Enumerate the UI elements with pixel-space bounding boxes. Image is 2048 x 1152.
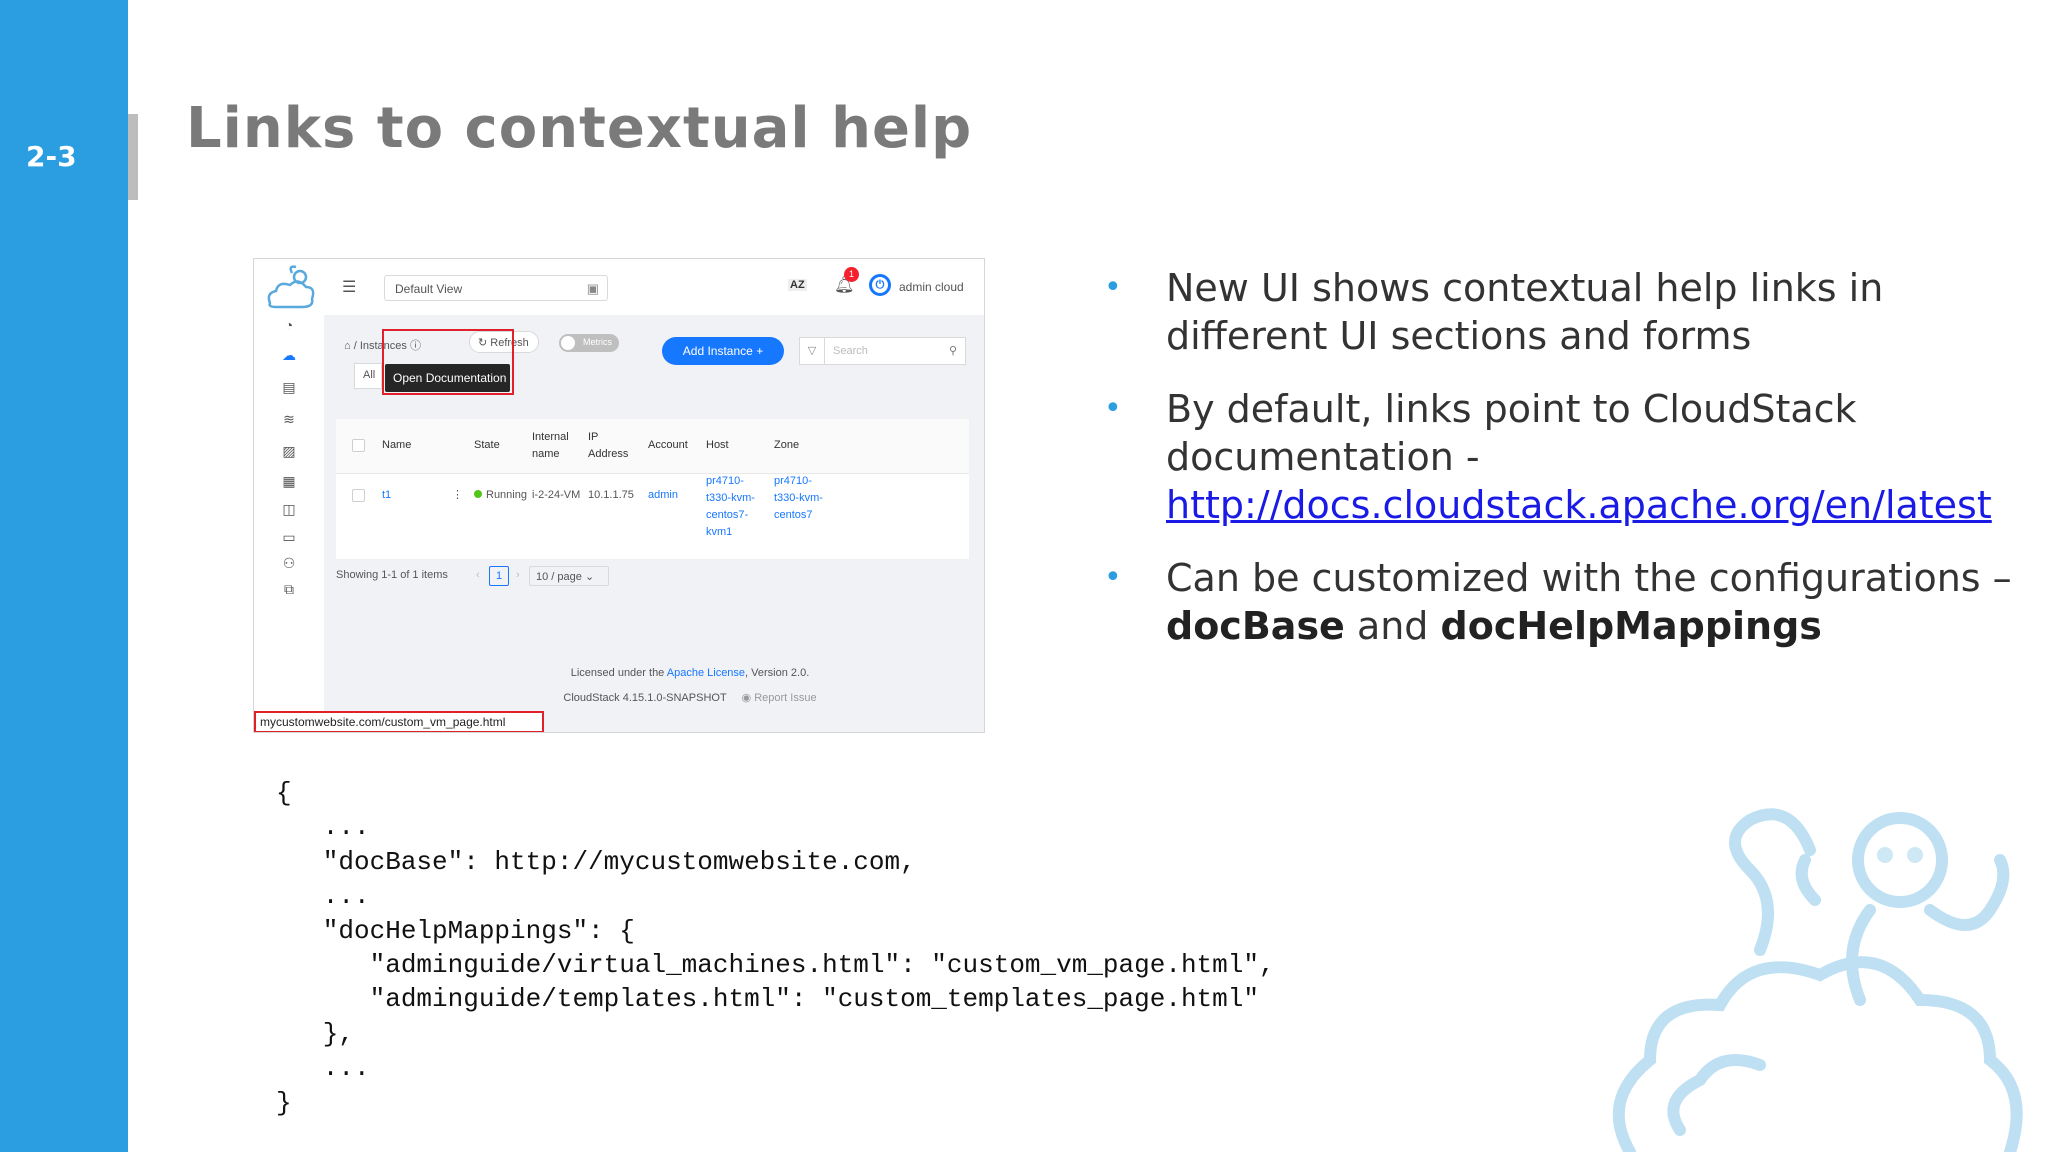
- docbase-term: docBase: [1166, 604, 1345, 648]
- refresh-icon: ↻: [478, 337, 488, 349]
- image-icon[interactable]: ▨: [282, 443, 296, 459]
- cloud-icon[interactable]: ☁: [282, 347, 296, 363]
- bullet-icon: •: [1104, 560, 1122, 595]
- account-card-icon[interactable]: ▭: [282, 529, 296, 545]
- code-line: }: [276, 1087, 292, 1118]
- status-bar-url: mycustomwebsite.com/custom_vm_page.html: [254, 711, 544, 732]
- bullet-list: • New UI shows contextual help links in …: [1100, 264, 2020, 675]
- column-state[interactable]: State: [474, 439, 500, 451]
- code-line: {: [276, 778, 292, 808]
- column-host[interactable]: Host: [706, 439, 729, 451]
- bullet-icon: •: [1104, 391, 1122, 426]
- bullet-item: • By default, links point to CloudStack …: [1104, 387, 1992, 527]
- code-line: ...: [276, 812, 370, 843]
- view-selector[interactable]: Default View ▣: [384, 275, 608, 301]
- bullet-item: • New UI shows contextual help links in …: [1104, 266, 1884, 358]
- metrics-toggle[interactable]: Metrics: [559, 334, 619, 352]
- infrastructure-icon[interactable]: ⧉: [284, 581, 294, 597]
- project-icon[interactable]: ◫: [282, 501, 296, 517]
- storage-icon[interactable]: ▤: [282, 379, 296, 395]
- notification-badge: 1: [844, 267, 859, 282]
- slide-number: 2-3: [26, 140, 77, 173]
- app-sidebar: [254, 259, 324, 732]
- bullet-item: • Can be customized with the configurati…: [1104, 556, 2012, 648]
- row-internal-name: i-2-24-VM: [532, 489, 581, 501]
- code-line: "docBase": http://mycustomwebsite.com,: [276, 846, 916, 877]
- next-page-icon[interactable]: ›: [516, 569, 520, 581]
- open-documentation-tooltip: Open Documentation: [385, 364, 510, 392]
- column-zone[interactable]: Zone: [774, 439, 800, 451]
- view-selector-label: Default View: [395, 282, 463, 296]
- search-input[interactable]: Search ⚲: [824, 337, 966, 365]
- power-icon[interactable]: ⏻: [869, 274, 891, 296]
- pagination-summary: Showing 1-1 of 1 items: [336, 569, 448, 581]
- table-header: Name State Internal name IP Address Acco…: [336, 419, 969, 474]
- code-line: ...: [276, 1053, 370, 1084]
- refresh-button[interactable]: ↻ Refresh: [469, 331, 539, 353]
- chevron-down-icon: ⌄: [584, 571, 595, 583]
- help-circle-icon[interactable]: ⓘ: [409, 340, 421, 352]
- network-icon[interactable]: ≋: [283, 411, 295, 427]
- column-ip-address[interactable]: IP Address: [588, 431, 629, 460]
- column-name[interactable]: Name: [382, 439, 412, 451]
- config-code-block: { ... "docBase": http://mycustomwebsite.…: [276, 776, 1275, 1120]
- select-all-checkbox[interactable]: [352, 439, 365, 452]
- left-accent-bar: [0, 0, 128, 1152]
- search-icon: ⚲: [948, 345, 957, 357]
- code-line: ...: [276, 881, 370, 912]
- plus-icon: +: [756, 344, 764, 358]
- layout-icon: ▣: [586, 281, 599, 296]
- cloudstack-screenshot: ☰ Default View ▣ AZ 🔔︎ 1 ⏻ admin cloud ◔…: [253, 258, 985, 733]
- github-icon: ◉: [741, 692, 752, 704]
- code-line: "docHelpMappings": {: [276, 915, 635, 946]
- page-number[interactable]: 1: [489, 566, 509, 586]
- row-name[interactable]: t1: [382, 489, 392, 501]
- code-line: "adminguide/templates.html": "custom_tem…: [276, 984, 1259, 1015]
- menu-collapse-icon[interactable]: ☰: [342, 279, 357, 296]
- code-line: "adminguide/virtual_machines.html": "cus…: [276, 950, 1275, 981]
- users-icon[interactable]: ⚇: [282, 555, 296, 571]
- language-icon[interactable]: AZ: [788, 279, 807, 291]
- footer-license: Licensed under the Apache License, Versi…: [570, 667, 810, 679]
- instances-table: Name State Internal name IP Address Acco…: [336, 419, 969, 559]
- row-account[interactable]: admin: [648, 489, 678, 501]
- footer-version: CloudStack 4.15.1.0-SNAPSHOT ◉ Report Is…: [563, 692, 817, 704]
- cloudstack-mascot-icon: [1612, 808, 2023, 1152]
- dochelpmappings-term: docHelpMappings: [1440, 604, 1822, 648]
- highlight-box-help: [382, 329, 514, 395]
- home-icon[interactable]: ⌂: [344, 340, 351, 352]
- column-account[interactable]: Account: [648, 439, 688, 451]
- running-status-icon: [474, 490, 482, 498]
- row-ip: 10.1.1.75: [588, 489, 634, 501]
- code-line: },: [276, 1018, 355, 1049]
- slide-title: Links to contextual help: [186, 96, 973, 161]
- dashboard-icon[interactable]: ◔: [284, 317, 294, 333]
- cloudstack-logo-icon: [267, 265, 315, 309]
- app-header: [254, 259, 984, 315]
- column-internal-name[interactable]: Internal name: [532, 431, 569, 460]
- row-checkbox[interactable]: [352, 489, 365, 502]
- add-instance-button[interactable]: Add Instance +: [662, 337, 784, 365]
- row-host[interactable]: pr4710-t330-kvm-centos7-kvm1: [706, 475, 755, 538]
- prev-page-icon[interactable]: ‹: [476, 569, 480, 581]
- add-instance-label: Add Instance: [682, 344, 753, 358]
- row-actions-icon[interactable]: ⋮: [452, 489, 463, 501]
- bullet-icon: •: [1104, 270, 1122, 305]
- calendar-icon[interactable]: ▦: [282, 473, 296, 489]
- refresh-label: Refresh: [490, 337, 529, 349]
- row-zone[interactable]: pr4710-t330-kvm-centos7: [774, 475, 823, 521]
- docs-link[interactable]: http://docs.cloudstack.apache.org/en/lat…: [1166, 483, 1992, 527]
- search-placeholder: Search: [833, 345, 868, 357]
- page-size-select[interactable]: 10 / page ⌄: [529, 566, 609, 586]
- title-divider: [128, 114, 138, 200]
- all-filter-button[interactable]: All: [354, 363, 382, 389]
- row-state: Running: [474, 487, 527, 504]
- filter-icon[interactable]: ▽: [799, 337, 825, 365]
- report-issue-link[interactable]: ◉ Report Issue: [741, 692, 817, 704]
- user-menu[interactable]: admin cloud: [899, 280, 964, 294]
- apache-license-link[interactable]: Apache License: [666, 667, 746, 679]
